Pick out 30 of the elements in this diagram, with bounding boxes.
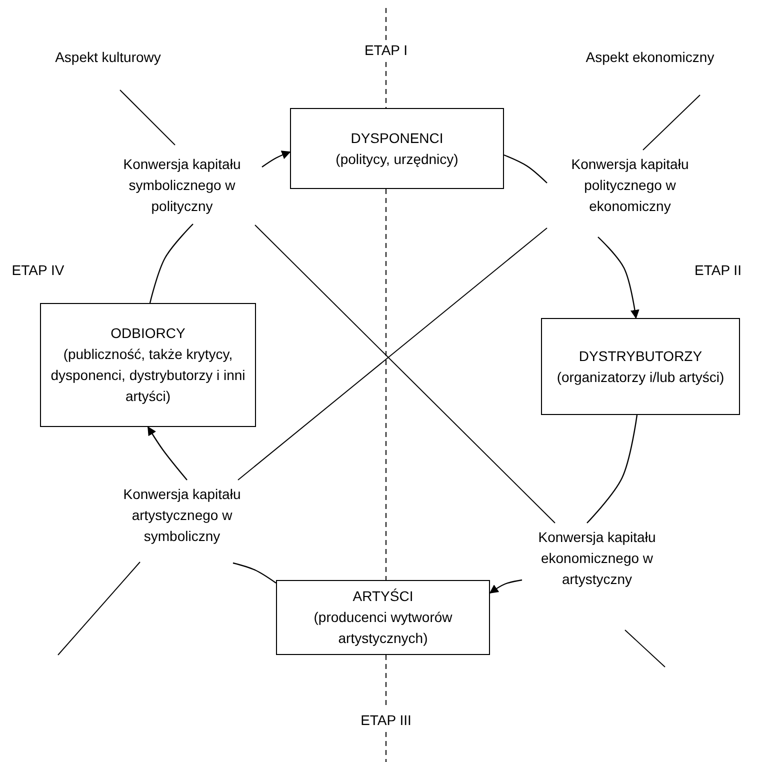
process-box — [290, 108, 504, 189]
stage-label: ETAP III — [360, 712, 412, 728]
conversion-label: Konwersja kapitału artystycznego w symboliczny — [97, 470, 267, 560]
box-title: DYSPONENCI — [350, 128, 444, 148]
connector-line — [232, 562, 276, 584]
arrow — [489, 579, 522, 594]
conversion-label: Konwersja kapitału ekonomicznego w artystyczny — [512, 513, 682, 603]
process-box — [40, 303, 256, 427]
arrow — [262, 150, 291, 168]
aspect-label: Aspekt kulturowy — [55, 49, 161, 65]
stage-label: ETAP IV — [12, 262, 64, 278]
conversion-label: Konwersja kapitału politycznego w ekonomiczny — [545, 140, 715, 230]
aspect-label: Aspekt ekonomiczny — [586, 49, 714, 65]
box-title: ARTYŚCI — [352, 587, 414, 606]
arrow — [147, 426, 188, 480]
box-subtitle: (producenci wytworów artystycznych) — [312, 608, 454, 648]
box-title: DYSTRYBUTORZY — [578, 346, 702, 366]
process-box — [541, 318, 740, 415]
process-box — [276, 580, 490, 655]
stage-label: ETAP I — [364, 42, 408, 58]
box-subtitle: (organizatorzy i/lub artyści) — [556, 368, 724, 387]
conversion-label: Konwersja kapitału symbolicznego w polityczny — [97, 140, 267, 230]
box-subtitle: (publiczność, także krytycy, dysponenci, dystrybutorzy i inni artyści) — [50, 345, 246, 406]
connector-line — [149, 224, 194, 304]
box-title: ODBIORCY — [110, 324, 186, 343]
connector-line — [586, 414, 638, 524]
arrow — [598, 236, 640, 319]
box-subtitle: (politycy, urzędnicy) — [336, 150, 458, 169]
stage-label: ETAP II — [694, 262, 742, 278]
connector-line — [504, 154, 548, 184]
